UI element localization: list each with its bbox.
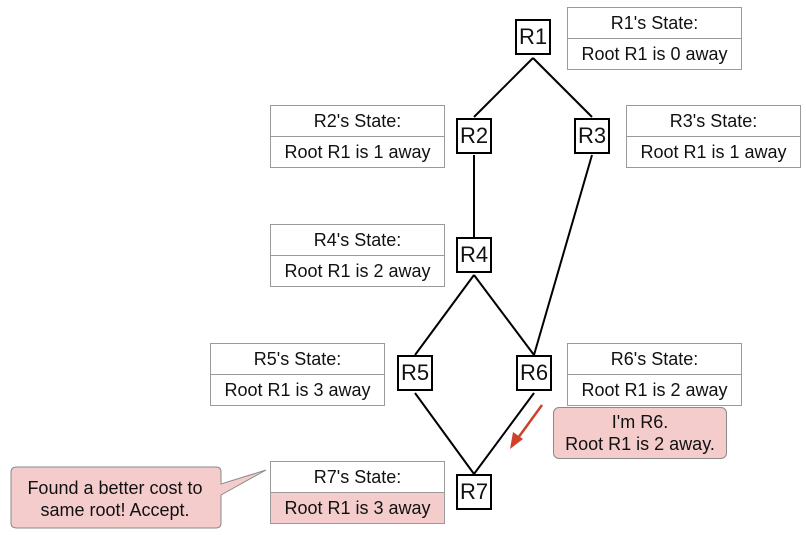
edge-r1-r3 <box>532 57 593 118</box>
state-table-r5: R5's State: Root R1 is 3 away <box>210 343 385 406</box>
edge-r3-r6 <box>533 154 593 356</box>
advertise-arrow-shaft <box>516 404 544 439</box>
state-header-r1: R1's State: <box>568 8 741 39</box>
state-value-r6: Root R1 is 2 away <box>581 379 728 400</box>
router-r6: R6 <box>516 355 552 391</box>
state-header-r2: R2's State: <box>271 106 444 137</box>
callout-line-2: same root! Accept. <box>40 500 190 520</box>
router-r4: R4 <box>456 237 492 273</box>
state-table-r1: R1's State: Root R1 is 0 away <box>567 7 742 70</box>
router-r5: R5 <box>397 355 433 391</box>
edge-r6-r7 <box>473 392 535 475</box>
advertise-arrow-head <box>510 432 523 449</box>
state-header-r7: R7's State: <box>271 462 444 493</box>
state-value-r3: Root R1 is 1 away <box>640 141 787 162</box>
state-table-r2: R2's State: Root R1 is 1 away <box>270 105 445 168</box>
router-r3: R3 <box>574 118 610 154</box>
state-value-r7: Root R1 is 3 away <box>271 493 444 523</box>
state-value-r1: Root R1 is 0 away <box>581 43 728 64</box>
callout-text: Found a better cost to same root! Accept… <box>10 472 220 526</box>
state-header-r6: R6's State: <box>568 344 741 375</box>
state-table-r4: R4's State: Root R1 is 2 away <box>270 224 445 287</box>
state-table-r3: R3's State: Root R1 is 1 away <box>626 105 801 168</box>
edge-r5-r7 <box>414 392 475 475</box>
state-value-r2: Root R1 is 1 away <box>284 141 431 162</box>
router-r2: R2 <box>456 118 492 154</box>
router-r7: R7 <box>456 474 492 510</box>
r6-advertisement-message: I'm R6. Root R1 is 2 away. <box>553 407 727 459</box>
edge-r1-r2 <box>473 57 534 118</box>
state-header-r3: R3's State: <box>627 106 800 137</box>
state-value-r4: Root R1 is 2 away <box>284 260 431 281</box>
state-header-r5: R5's State: <box>211 344 384 375</box>
callout-line-1: Found a better cost to <box>27 478 203 498</box>
state-header-r4: R4's State: <box>271 225 444 256</box>
message-line-2: Root R1 is 2 away. <box>565 434 715 454</box>
state-table-r6: R6's State: Root R1 is 2 away <box>567 343 742 406</box>
router-r1: R1 <box>515 19 551 55</box>
state-value-r5: Root R1 is 3 away <box>224 379 371 400</box>
message-line-1: I'm R6. <box>611 412 669 432</box>
edge-r4-r5 <box>414 274 475 356</box>
state-table-r7: R7's State: Root R1 is 3 away <box>270 461 445 524</box>
edge-r4-r6 <box>473 274 535 356</box>
